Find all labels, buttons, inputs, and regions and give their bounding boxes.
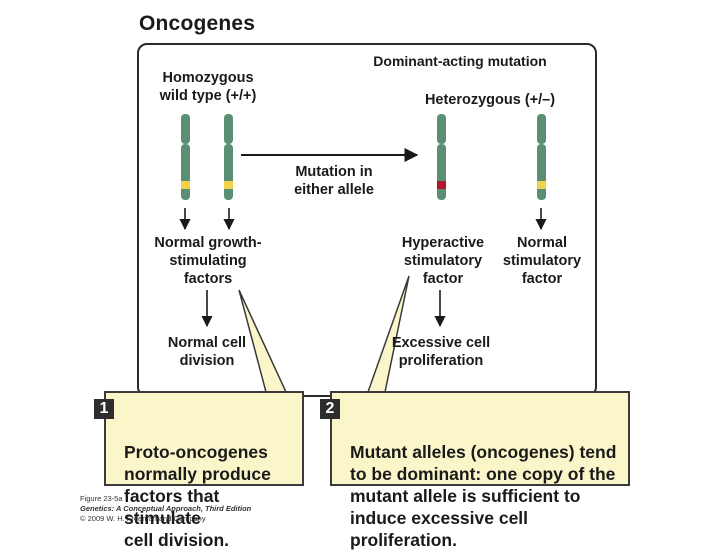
normal-allele-band xyxy=(537,181,546,189)
chromosome-normal xyxy=(537,114,546,200)
right-genotype-label: Heterozygous (+/–) xyxy=(424,92,556,108)
callout-2-number: 2 xyxy=(320,399,340,419)
chromosome-mutant xyxy=(437,114,446,200)
copyright: © 2009 W. H. Freeman and Company xyxy=(80,514,206,523)
right-outcome-label: Excessive cell proliferation xyxy=(391,335,491,369)
mutant-allele-band xyxy=(437,181,446,189)
left-genotype-label: Homozygous wild type (+/+) xyxy=(159,70,257,104)
book-title: Genetics: A Conceptual Approach, Third E… xyxy=(80,504,252,513)
figure-number: Figure 23-5a xyxy=(80,494,123,503)
normal-allele-band xyxy=(224,181,233,189)
left-outcome-label: Normal cell division xyxy=(167,335,247,369)
mutation-label: Mutation in either allele xyxy=(294,164,374,198)
chromosome-wildtype-2 xyxy=(224,114,233,200)
callout-1: 1 Proto-oncogenes normally produce facto… xyxy=(94,391,304,550)
figure-title: Oncogenes xyxy=(139,12,256,35)
callout-2: 2 Mutant alleles (oncogenes) tend to be … xyxy=(320,391,630,550)
left-product-label: Normal growth- stimulating factors xyxy=(154,235,262,287)
figure-credit: Figure 23-5a Genetics: A Conceptual Appr… xyxy=(80,494,251,524)
diagram-panel xyxy=(137,43,597,397)
dominant-heading: Dominant-acting mutation xyxy=(373,53,547,69)
hyperactive-product-label: Hyperactive stimulatory factor xyxy=(401,235,485,287)
callout-1-number: 1 xyxy=(94,399,114,419)
normal-product-label: Normal stimulatory factor xyxy=(502,235,582,287)
chromosome-wildtype-1 xyxy=(181,114,190,200)
normal-allele-band xyxy=(181,181,190,189)
